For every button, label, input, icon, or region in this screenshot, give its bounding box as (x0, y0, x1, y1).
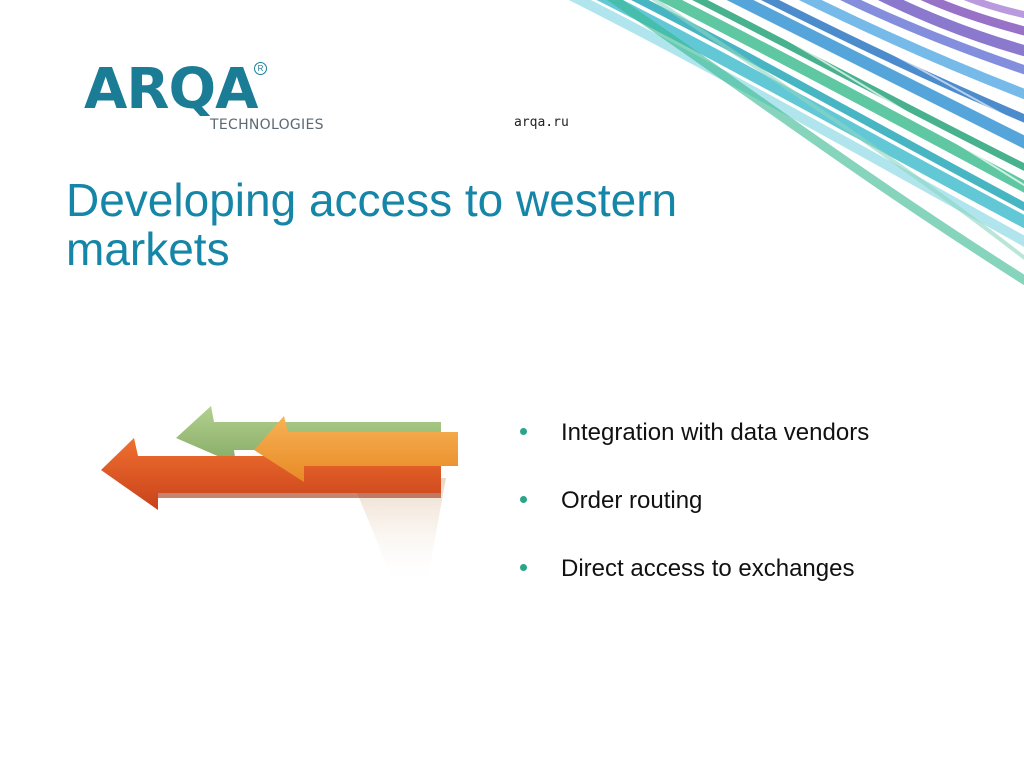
arrow-shadow (351, 478, 446, 588)
logo-wordmark: ARQA (84, 57, 258, 122)
bullet-dot-icon (520, 428, 527, 435)
arrows-illustration (101, 406, 458, 588)
registered-mark: R (254, 62, 267, 75)
orange-arrow (254, 416, 458, 482)
bullet-text: Integration with data vendors (561, 419, 870, 446)
bullet-dot-icon (520, 496, 527, 503)
bullet-dot-icon (520, 564, 527, 571)
bullet-text: Direct access to exchanges (561, 555, 855, 582)
site-url: arqa.ru (514, 115, 569, 130)
bullet-text: Order routing (561, 487, 703, 514)
logo-subtitle: TECHNOLOGIES (210, 117, 324, 133)
slide-title: Developing access to western markets (66, 174, 678, 275)
arqa-logo: ARQA R TECHNOLOGIES (84, 62, 344, 140)
arrow-highlight (158, 493, 441, 498)
